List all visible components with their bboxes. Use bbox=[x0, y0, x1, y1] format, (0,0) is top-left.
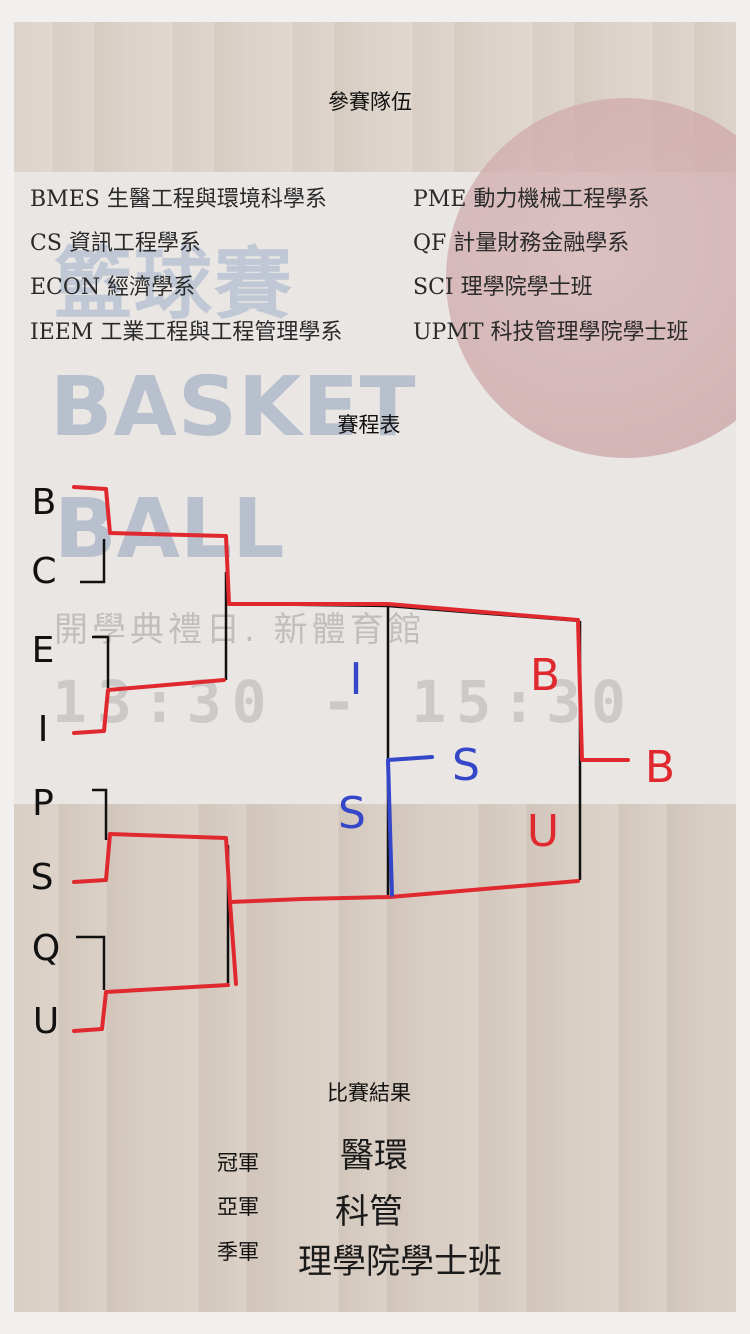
results-heading: 比賽結果 bbox=[327, 1081, 411, 1105]
handwritten-final-s: S bbox=[452, 740, 480, 791]
winner-path-s-semi bbox=[228, 879, 580, 904]
watermark-basket: BASKET bbox=[50, 360, 417, 455]
seed-label: S bbox=[30, 857, 54, 898]
winner-path-u bbox=[72, 983, 230, 1033]
winner-path-b bbox=[72, 485, 630, 762]
court-floor-bottom bbox=[14, 804, 736, 1312]
team-entry: IEEM 工業工程與工程管理學系 bbox=[30, 320, 343, 345]
bracket-line bbox=[76, 935, 106, 990]
winner-path-s bbox=[72, 832, 238, 986]
poster-background: 籃球賽 BASKET BALL 開學典禮日. 新體育館 13:30 - 15:3… bbox=[14, 22, 736, 1312]
result-team: 理學院學士班 bbox=[298, 1242, 502, 1282]
team-entry: SCI 理學院學士班 bbox=[413, 275, 593, 300]
winner-path-i bbox=[72, 678, 226, 735]
bracket-line bbox=[92, 635, 110, 688]
watermark-time: 13:30 - 15:30 bbox=[52, 668, 636, 736]
seed-label: P bbox=[32, 783, 54, 824]
seed-label: E bbox=[31, 630, 55, 671]
seed-label: I bbox=[37, 709, 49, 750]
result-team: 科管 bbox=[335, 1192, 403, 1232]
result-team: 醫環 bbox=[340, 1136, 408, 1176]
handwritten-winner-s: S bbox=[338, 788, 366, 839]
team-entry: BMES 生醫工程與環境科學系 bbox=[30, 187, 327, 212]
team-entry: UPMT 科技管理學院學士班 bbox=[413, 320, 689, 345]
seed-label: U bbox=[32, 1001, 60, 1042]
bracket-line bbox=[80, 539, 106, 584]
watermark-ball: BALL bbox=[54, 482, 285, 577]
seed-label: B bbox=[31, 482, 57, 523]
seed-label: Q bbox=[31, 928, 61, 969]
result-rank: 冠軍 bbox=[217, 1151, 259, 1175]
team-entry: ECON 經濟學系 bbox=[30, 275, 196, 300]
handwritten-winner-u: U bbox=[526, 806, 560, 857]
watermark-title: 籃球賽 bbox=[54, 240, 295, 330]
blue-bracket bbox=[386, 755, 434, 897]
result-rank: 亞軍 bbox=[217, 1195, 259, 1219]
basketball-graphic bbox=[446, 98, 736, 458]
watermark-venue: 開學典禮日. 新體育館 bbox=[54, 610, 426, 650]
team-entry: QF 計量財務金融學系 bbox=[413, 231, 630, 256]
team-entry: CS 資訊工程學系 bbox=[30, 231, 201, 256]
seed-label: C bbox=[31, 551, 57, 592]
handwritten-winner-i: I bbox=[349, 654, 363, 705]
schedule-heading: 賽程表 bbox=[337, 413, 401, 437]
bracket-line bbox=[92, 788, 108, 840]
result-rank: 季軍 bbox=[217, 1240, 259, 1264]
handwritten-champion-b: B bbox=[644, 742, 676, 793]
handwritten-winner-b: B bbox=[529, 650, 561, 701]
team-entry: PME 動力機械工程學系 bbox=[413, 187, 650, 212]
teams-heading: 參賽隊伍 bbox=[328, 90, 412, 114]
